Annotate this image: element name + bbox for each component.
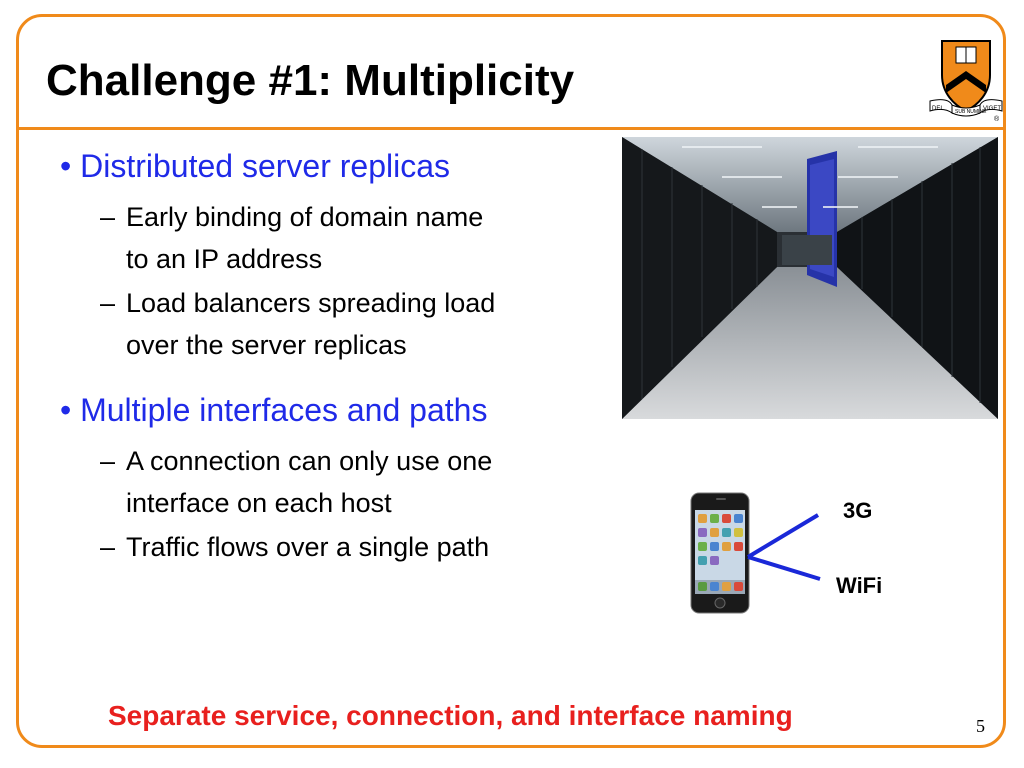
registered-mark: ® [994,115,1000,123]
smartphone-icon [690,492,750,614]
label-wifi: WiFi [836,573,883,598]
subbullet-line: A connection can only use one [126,446,493,476]
logo-motto-left: DEI [932,106,942,112]
subbullet-dash: – [100,446,116,476]
subbullet-dash: – [100,532,116,562]
subbullet-line: to an IP address [126,244,323,274]
subbullet-one-interface: – A connection can only use one interfac… [100,440,492,524]
page-number: 5 [976,716,985,736]
subbullet-line: Load balancers spreading load [126,288,496,318]
title-divider [16,127,1006,130]
datacenter-photo [622,137,998,419]
label-3g: 3G [843,498,873,523]
subbullet-line: Early binding of domain name [126,202,484,232]
subbullet-load-balancers: – Load balancers spreading load over the… [100,282,495,366]
subbullet-dash: – [100,288,116,318]
bullet-distributed-replicas: • Distributed server replicas [60,148,450,184]
slide-frame [16,14,1006,748]
subbullet-dash: – [100,202,116,232]
princeton-shield-icon: DEI SUB NUMINE VIGET ® [929,40,1003,123]
subbullet-line: Traffic flows over a single path [126,532,490,562]
logo-motto-mid: SUB NUMINE [955,109,987,115]
slide-title: Challenge #1: Multiplicity [46,56,575,105]
subbullet-early-binding: – Early binding of domain name to an IP … [100,196,483,280]
logo-motto-right: VIGET [983,106,1001,112]
subbullet-line: over the server replicas [126,330,407,360]
interface-links [746,513,821,581]
bullet-multiple-interfaces: • Multiple interfaces and paths [60,392,488,428]
footer-message: Separate service, connection, and interf… [108,700,793,731]
subbullet-line: interface on each host [126,488,392,518]
subbullet-single-path: – Traffic flows over a single path [100,526,489,568]
